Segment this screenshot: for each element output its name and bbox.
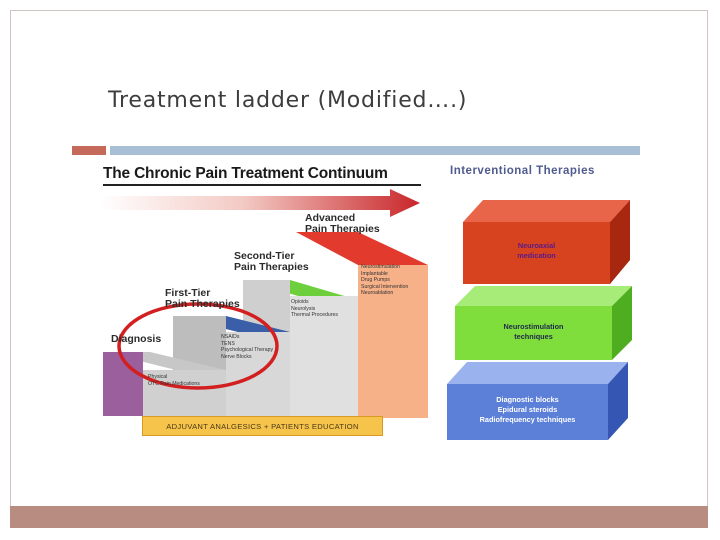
accent-bar bbox=[72, 146, 106, 155]
list-item: Surgical Intervention bbox=[361, 283, 409, 290]
box-neurostimulation-text: Neurostimulation techniques bbox=[455, 322, 612, 342]
step-second-tier-label-line2: Pain Therapies bbox=[234, 261, 309, 273]
list-item: Thermal Procedures bbox=[291, 312, 338, 318]
step-advanced bbox=[296, 232, 428, 418]
slide-title: Treatment ladder (Modified….) bbox=[108, 88, 468, 113]
box-diagnostic-line: Diagnostic blocks bbox=[496, 395, 559, 404]
step-advanced-label-line1: Advanced bbox=[305, 212, 356, 224]
list-item: OTC Pain Medications bbox=[148, 380, 200, 387]
box-neuroaxial bbox=[463, 200, 630, 284]
box-neurostimulation bbox=[455, 286, 632, 360]
adjuvant-banner: ADJUVANT ANALGESICS + PATIENTS EDUCATION bbox=[142, 416, 383, 436]
header-bar bbox=[110, 146, 640, 155]
step-diagnosis-label: Diagnosis bbox=[111, 333, 162, 345]
box-neuroaxial-line: medication bbox=[517, 251, 556, 260]
list-item: Neurostimulation bbox=[361, 264, 400, 270]
box-neurostimulation-line: Neurostimulation bbox=[503, 322, 564, 331]
list-item: Nerve Blocks bbox=[221, 353, 252, 360]
footer-band bbox=[10, 506, 708, 528]
box-diagnostic-line: Radiofrequency techniques bbox=[479, 415, 576, 424]
list-item: Drug Pumps bbox=[361, 277, 390, 283]
step-second-tier-label-line1: Second-Tier bbox=[234, 250, 295, 262]
list-item: Neuroablation bbox=[361, 290, 394, 296]
list-item: Neurolysis bbox=[291, 305, 316, 312]
list-item: Opioids bbox=[291, 299, 309, 305]
list-item: Physical bbox=[148, 374, 168, 380]
box-neuroaxial-line: Neuroaxial bbox=[517, 241, 556, 250]
step-first-tier-label-line1: First-Tier bbox=[165, 287, 211, 299]
box-diagnostic-text: Diagnostic blocks Epidural steroids Radi… bbox=[447, 395, 608, 425]
step-advanced-items: Neurostimulation Implantable Drug Pumps … bbox=[361, 264, 408, 297]
list-item: TENS bbox=[221, 340, 235, 347]
box-neurostimulation-line: techniques bbox=[514, 332, 553, 341]
step-first-tier-label: First-Tier Pain Therapies bbox=[165, 288, 240, 310]
step-advanced-label-line2: Pain Therapies bbox=[305, 223, 380, 235]
step-second-tier-items: Opioids Neurolysis Thermal Procedures bbox=[291, 299, 338, 319]
box-diagnostic bbox=[447, 362, 628, 440]
step-second-tier-label: Second-Tier Pain Therapies bbox=[234, 251, 309, 273]
box-neuroaxial-text: Neuroaxial medication bbox=[463, 241, 610, 261]
continuum-underline bbox=[103, 184, 421, 186]
continuum-arrow bbox=[100, 189, 420, 217]
list-item: Implantable bbox=[361, 270, 388, 277]
list-item: NSAIDs bbox=[221, 334, 240, 340]
step-diagnosis-items: Physical OTC Pain Medications bbox=[148, 374, 200, 387]
step-advanced-label: Advanced Pain Therapies bbox=[305, 213, 380, 235]
continuum-title: The Chronic Pain Treatment Continuum bbox=[103, 165, 388, 182]
interventional-title: Interventional Therapies bbox=[450, 165, 595, 177]
step-first-tier-label-line2: Pain Therapies bbox=[165, 298, 240, 310]
list-item: Psychological Therapy bbox=[221, 347, 274, 353]
step-first-tier-items: NSAIDs TENS Psychological Therapy Nerve … bbox=[221, 334, 273, 360]
highlight-circle bbox=[117, 302, 279, 390]
box-diagnostic-line: Epidural steroids bbox=[497, 405, 558, 414]
